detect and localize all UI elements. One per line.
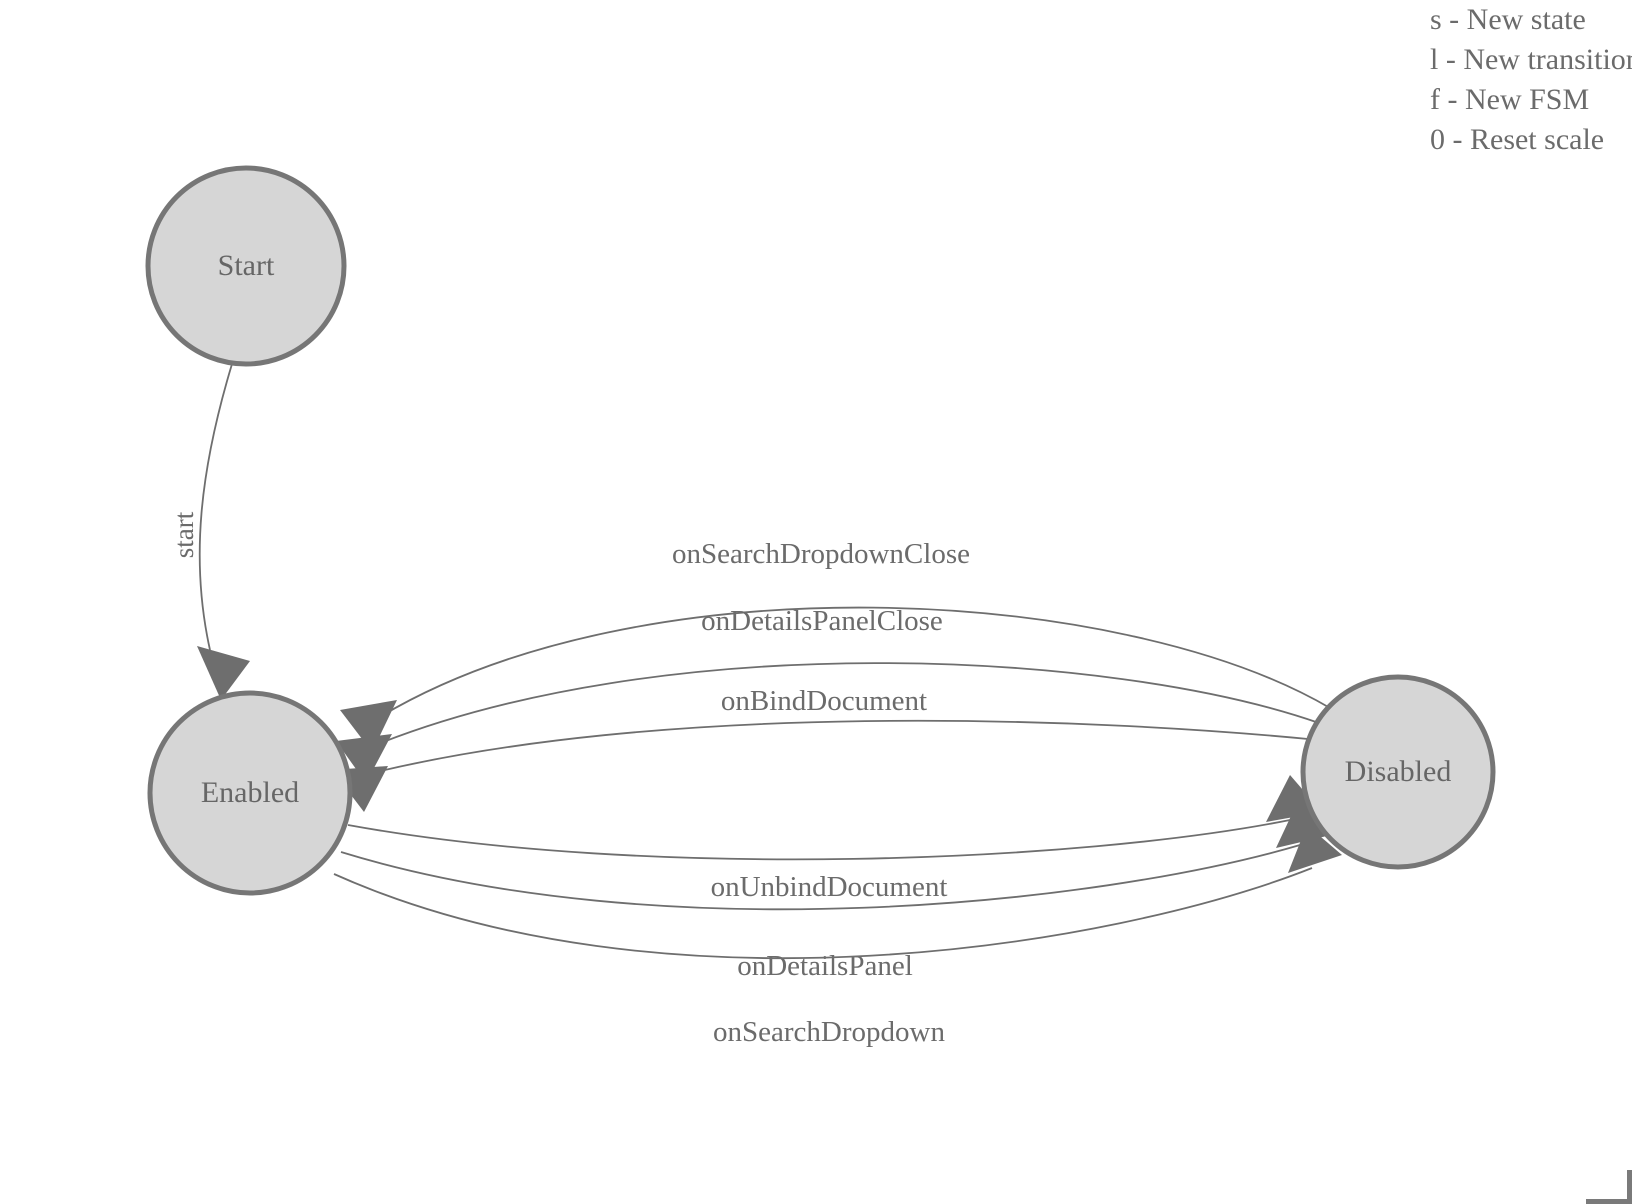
state-node-disabled[interactable]: Disabled — [1300, 674, 1496, 870]
transition-on-search-dropdown-close[interactable]: onSearchDropdownClose — [340, 538, 1331, 752]
state-node-start[interactable]: Start — [145, 165, 347, 367]
transition-on-details-panel-close[interactable]: onDetailsPanelClose — [336, 605, 1320, 783]
transition-on-search-dropdown-path[interactable] — [333, 867, 1313, 960]
transition-on-search-dropdown-close-label: onSearchDropdownClose — [672, 538, 970, 570]
transition-start-label: start — [169, 511, 199, 558]
help-line-new-transition: l - New transition — [1430, 43, 1632, 76]
transition-on-bind-document-path[interactable] — [359, 719, 1309, 777]
help-line-reset-scale: 0 - Reset scale — [1430, 123, 1605, 156]
state-node-enabled-circle[interactable] — [147, 690, 353, 896]
transition-on-details-panel-close-arrowhead — [336, 734, 392, 783]
transition-start-arrowhead — [197, 646, 250, 700]
transition-on-search-dropdown[interactable]: onSearchDropdown — [333, 825, 1342, 1048]
transition-on-unbind-document-arrowhead — [1266, 775, 1322, 822]
state-node-enabled[interactable]: Enabled — [147, 690, 353, 896]
transition-on-search-dropdown-arrowhead — [1288, 825, 1342, 873]
state-node-start-circle[interactable] — [145, 165, 347, 367]
help-shortcuts-overlay: s - New state l - New transition f - New… — [1430, 0, 1632, 160]
transition-on-details-panel-close-label: onDetailsPanelClose — [701, 605, 943, 637]
transition-on-details-panel-path[interactable] — [340, 844, 1301, 911]
transition-on-unbind-document[interactable]: onUnbindDocument — [347, 775, 1322, 903]
state-node-enabled-label: Enabled — [201, 776, 299, 809]
transition-start-path[interactable] — [198, 363, 233, 651]
transition-on-search-dropdown-label: onSearchDropdown — [713, 1016, 945, 1048]
canvas-frame-corner — [1586, 1170, 1632, 1204]
help-line-new-fsm: f - New FSM — [1430, 83, 1590, 116]
transition-start[interactable]: start — [169, 363, 250, 700]
transition-on-unbind-document-path[interactable] — [347, 819, 1291, 861]
transition-on-details-panel-close-path[interactable] — [367, 662, 1320, 749]
transition-on-bind-document[interactable]: onBindDocument — [332, 685, 1309, 812]
help-line-new-state: s - New state — [1430, 3, 1586, 36]
state-node-disabled-circle[interactable] — [1300, 674, 1496, 870]
transition-on-unbind-document-label: onUnbindDocument — [711, 871, 948, 903]
transition-on-search-dropdown-close-arrowhead — [340, 700, 397, 752]
state-node-disabled-label: Disabled — [1345, 755, 1452, 788]
transition-on-search-dropdown-close-path[interactable] — [377, 606, 1331, 719]
transition-on-bind-document-label: onBindDocument — [721, 685, 927, 717]
state-node-start-label: Start — [218, 249, 275, 282]
